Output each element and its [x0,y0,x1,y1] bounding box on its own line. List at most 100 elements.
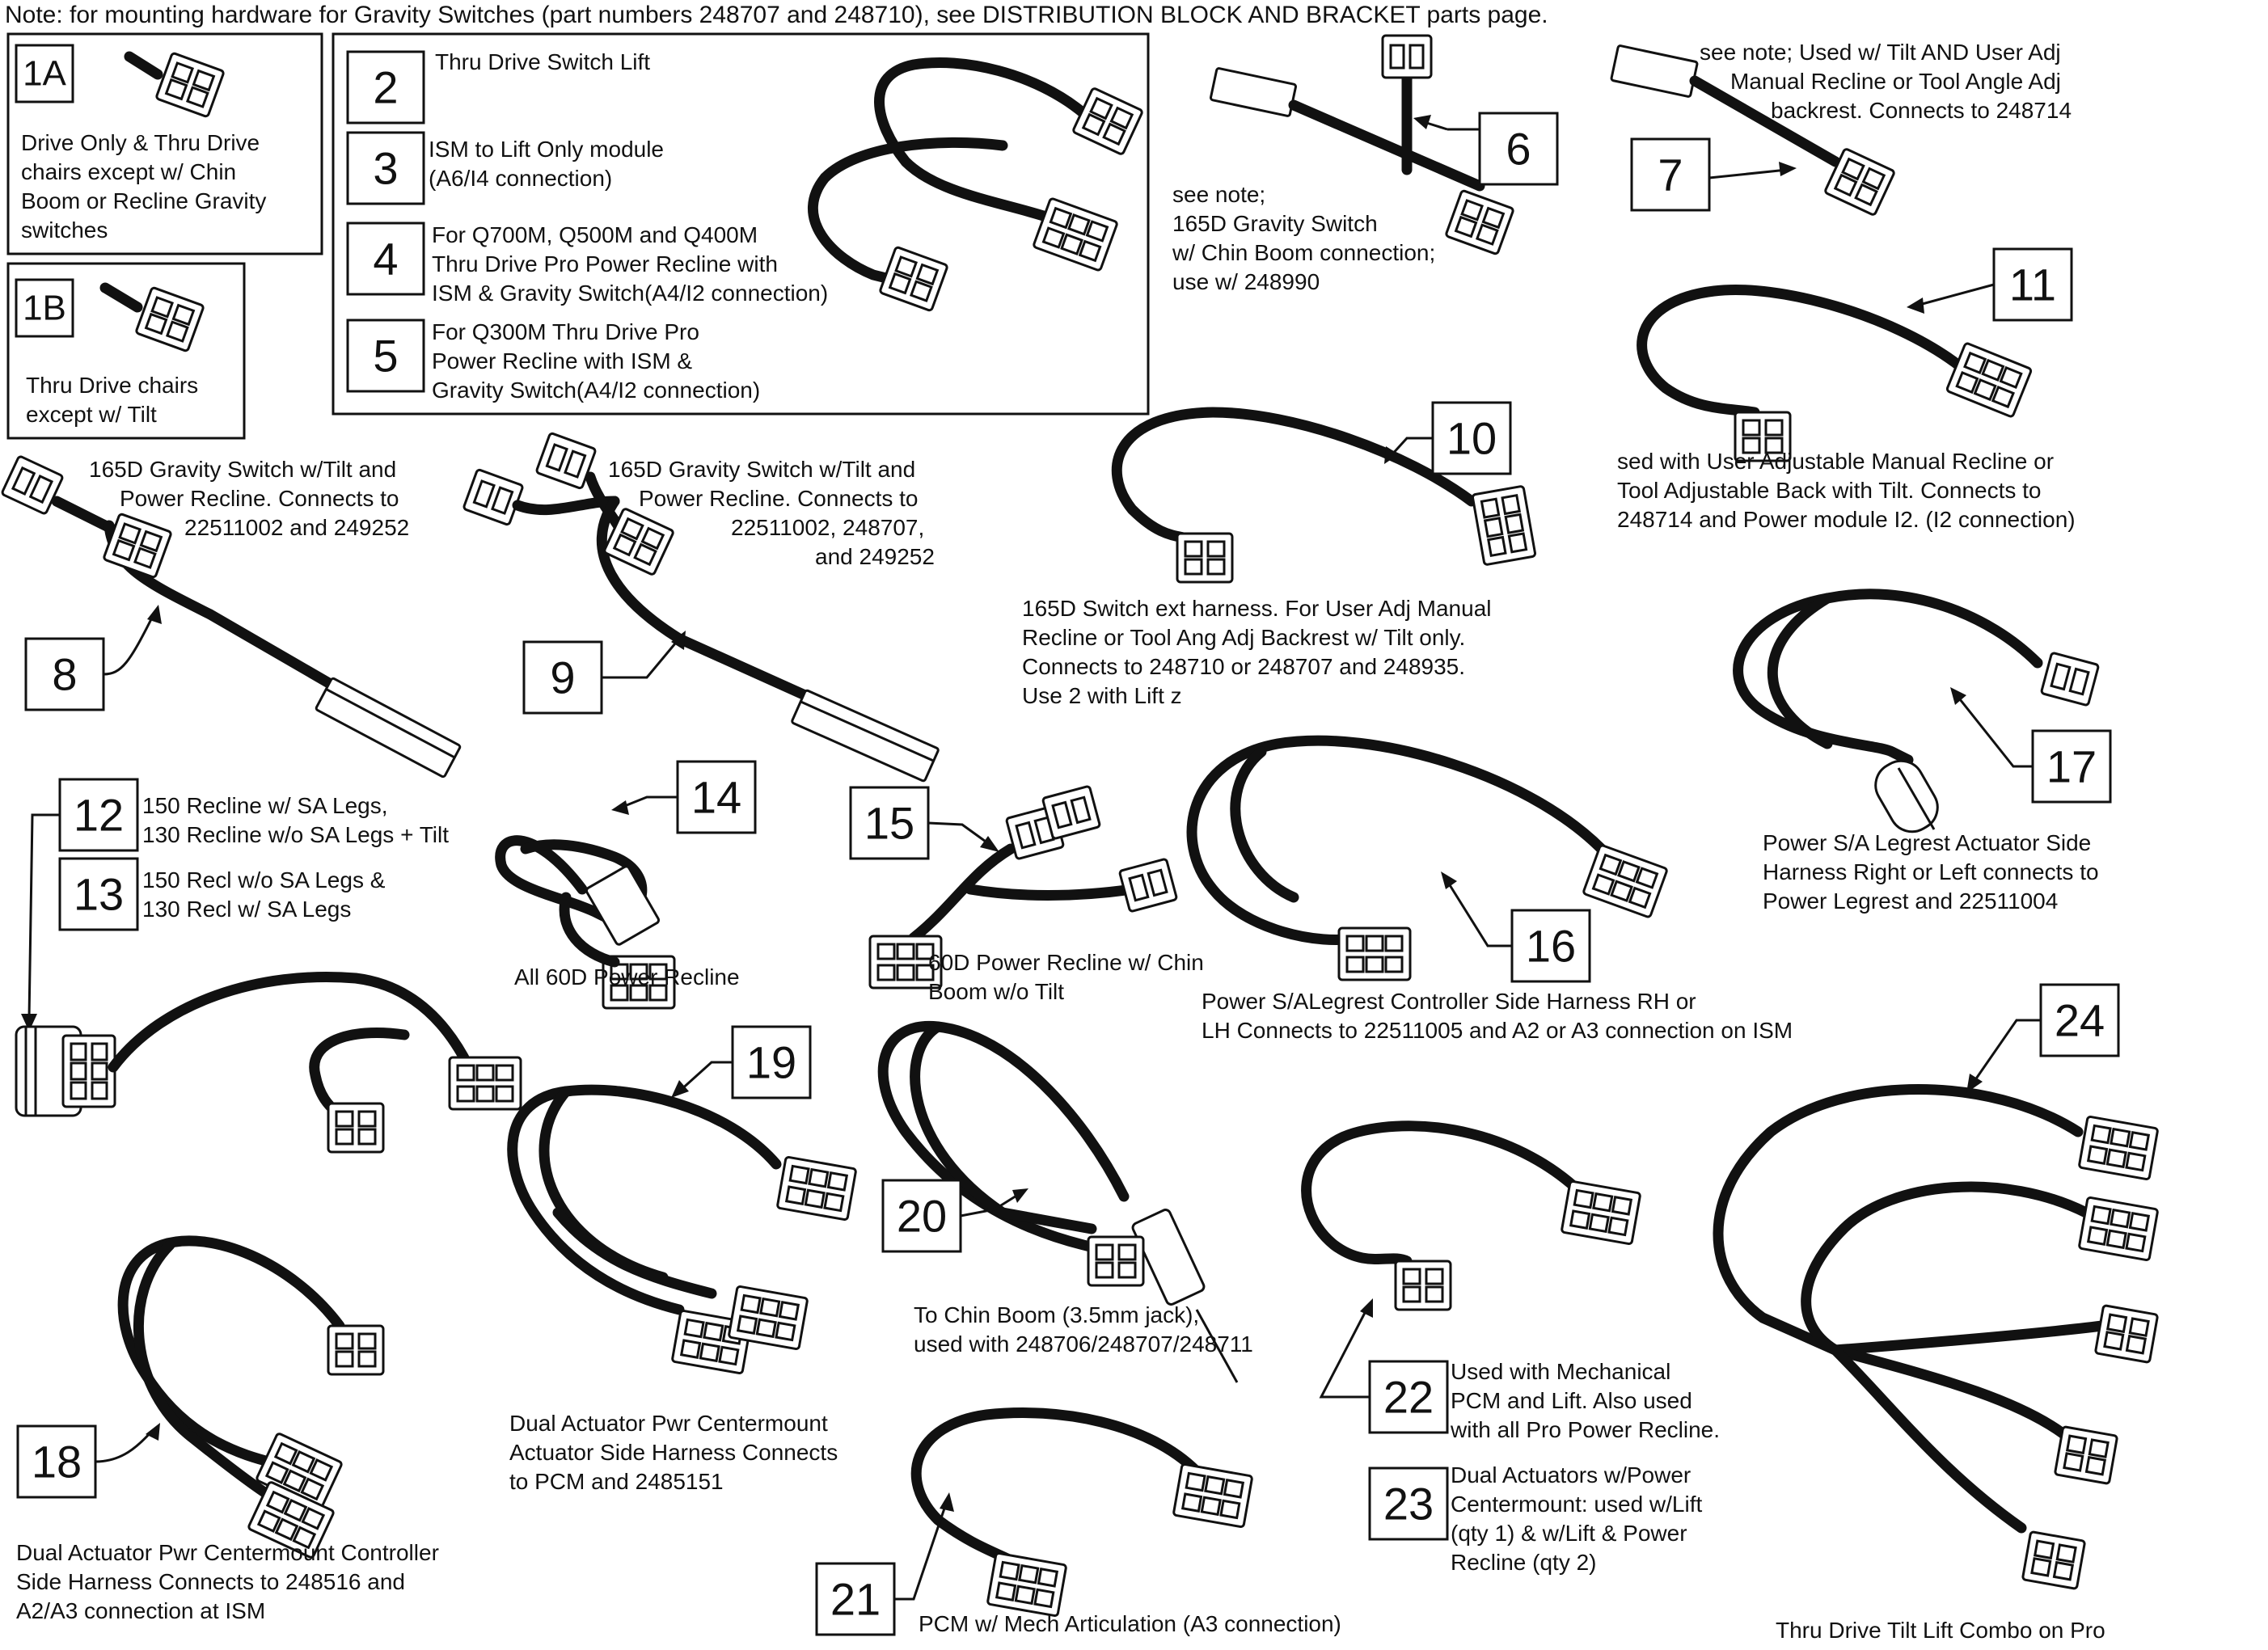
item-19-number: 19 [746,1037,796,1088]
item-1b-desc-1: Thru Drive chairs [26,373,198,398]
item-20-desc-1: To Chin Boom (3.5mm jack), [914,1302,1199,1327]
item-7-desc-3: backrest. Connects to 248714 [1771,98,2072,123]
item-16-desc-1: Power S/ALegrest Controller Side Harness… [1202,989,1696,1014]
item-9-number: 9 [550,652,575,703]
items-2-5-frame [332,32,1150,416]
item-4-callout [346,222,425,296]
item-8-drawing [0,454,462,779]
item-1b-frame [6,262,246,440]
item-21-number: 21 [830,1574,881,1625]
item-1b-desc-2: except w/ Tilt [26,402,157,427]
item-6-desc-2: 165D Gravity Switch [1172,211,1378,236]
item-17-drawing [1733,589,2101,833]
items-2-5-cable [808,57,1144,313]
item-9-desc-4: and 249252 [815,544,935,569]
item-24-desc: Thru Drive Tilt Lift Combo on Pro [1776,1618,2105,1643]
item-14-number: 14 [691,772,741,823]
item-2-callout [346,50,425,124]
item-16-callout [1510,909,1591,983]
item-21-drawing [910,1407,1254,1618]
item-8-desc-3: 22511002 and 249252 [184,515,409,540]
item-15-desc-1: 60D Power Recline w/ Chin [928,950,1204,975]
item-17-desc-2: Harness Right or Left connects to [1763,859,2099,884]
item-10-number: 10 [1447,413,1497,464]
item-8-number: 8 [52,649,77,700]
item-10-desc-4: Use 2 with Lift z [1022,683,1182,708]
item-19-desc-2: Actuator Side Harness Connects [509,1440,838,1465]
item-6-desc-3: w/ Chin Boom connection; [1172,240,1435,265]
item-9-desc-3: 22511002, 248707, [731,515,924,540]
item-5-desc-3: Gravity Switch(A4/I2 connection) [432,378,760,403]
item-11-callout [1992,247,2073,322]
item-16-number: 16 [1526,921,1576,972]
item-2-desc: Thru Drive Switch Lift [435,49,650,74]
item-14-desc: All 60D Power Recline [514,964,740,990]
item-23-desc-1: Dual Actuators w/Power [1451,1462,1691,1488]
item-1b-connector [99,282,205,353]
item-7-desc-2: Manual Recline or Tool Angle Adj [1730,69,2061,94]
item-13-callout [58,857,139,931]
item-8-desc-1: 165D Gravity Switch w/Tilt and [89,457,396,482]
item-6-callout [1478,112,1559,186]
item-23-number: 23 [1383,1479,1434,1530]
item-1a-connector [124,51,226,119]
item-1a-desc-3: Boom or Recline Gravity [21,188,266,213]
item-15-drawing [868,784,1179,990]
item-4-desc-2: Thru Drive Pro Power Recline with [432,251,778,276]
item-7-desc-1: see note; Used w/ Tilt AND User Adj [1700,40,2061,65]
item-8-callout [24,637,105,711]
item-7-number: 7 [1658,150,1683,200]
item-20-drawing [877,1020,1239,1383]
item-13-desc-1: 150 Recl w/o SA Legs & [142,867,386,893]
item-9-desc-1: 165D Gravity Switch w/Tilt and [608,457,915,482]
item-18-desc-3: A2/A3 connection at ISM [16,1598,265,1623]
item-1b-number: 1B [23,289,66,328]
item-18-desc-1: Dual Actuator Pwr Centermount Controller [16,1540,439,1565]
item-20-desc-2: used with 248706/248707/248711 [914,1331,1253,1357]
item-22-drawing [1301,1120,1642,1311]
item-15-desc-2: Boom w/o Tilt [928,979,1064,1004]
item-11-desc-1: sed with User Adjustable Manual Recline … [1617,449,2054,474]
item-5-desc-2: Power Recline with ISM & [432,348,692,373]
item-17-desc-1: Power S/A Legrest Actuator Side [1763,830,2091,855]
item-12-desc-2: 130 Recline w/o SA Legs + Tilt [142,822,449,847]
item-19-desc-3: to PCM and 2485151 [509,1469,724,1494]
item-17-callout [2031,729,2112,804]
items-12-13-drawing [15,971,522,1154]
item-18-number: 18 [32,1437,82,1488]
item-15-number: 15 [864,798,914,849]
item-10-callout [1431,401,1512,475]
item-8-desc-2: Power Recline. Connects to [120,486,399,511]
item-24-number: 24 [2055,995,2105,1046]
item-5-callout [346,319,425,393]
item-6-drawing [1209,34,1515,256]
item-20-number: 20 [897,1191,947,1242]
item-2-number: 2 [373,62,398,113]
item-3-desc-1: ISM to Lift Only module [429,137,664,162]
item-5-number: 5 [373,331,398,382]
item-7-callout [1630,137,1711,212]
item-3-number: 3 [373,143,398,194]
item-13-number: 13 [74,869,124,920]
item-23-desc-3: (qty 1) & w/Lift & Power [1451,1521,1687,1546]
item-22-number: 22 [1383,1372,1434,1423]
mounting-note: Note: for mounting hardware for Gravity … [5,2,1548,28]
item-1a-frame [6,32,323,255]
item-9-callout [522,640,603,715]
item-24-drawing [1713,1084,2160,1590]
item-4-desc-1: For Q700M, Q500M and Q400M [432,222,758,247]
item-18-desc-2: Side Harness Connects to 248516 and [16,1569,405,1594]
item-18-drawing [117,1235,385,1560]
item-17-desc-3: Power Legrest and 22511004 [1763,888,2058,914]
item-10-desc-1: 165D Switch ext harness. For User Adj Ma… [1022,596,1491,621]
item-10-desc-3: Connects to 248710 or 248707 and 248935. [1022,654,1465,679]
item-1a-desc-2: chairs except w/ Chin [21,159,236,184]
item-23-callout [1368,1466,1449,1541]
item-10-desc-2: Recline or Tool Ang Adj Backrest w/ Tilt… [1022,625,1465,650]
item-23-desc-2: Centermount: used w/Lift [1451,1492,1702,1517]
item-11-desc-2: Tool Adjustable Back with Tilt. Connects… [1617,478,2042,503]
item-1a-number: 1A [23,54,66,94]
item-14-drawing [495,835,676,1010]
item-22-callout [1368,1360,1449,1434]
